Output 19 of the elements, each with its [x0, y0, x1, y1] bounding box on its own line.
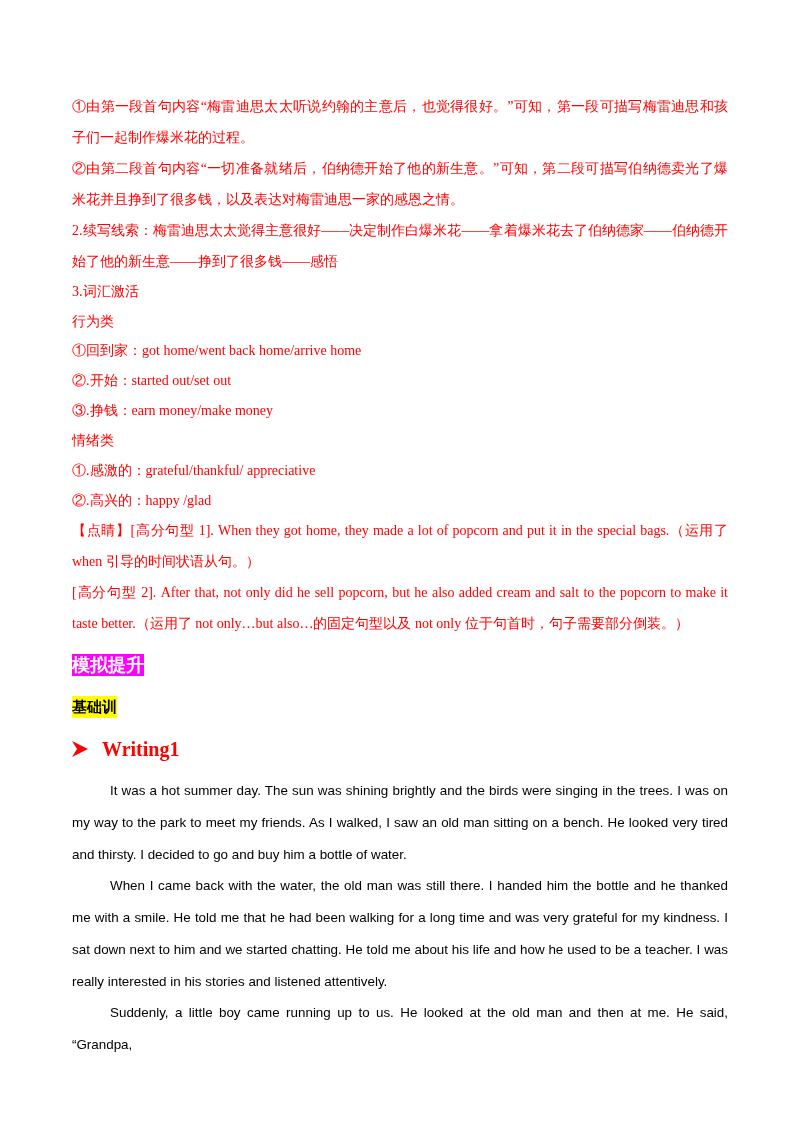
note-text: ①回到家：got home/went back home/arrive home: [72, 342, 363, 360]
note-text: ①由第一段首句内容“梅雷迪思太太听说约翰的主意后，也觉得很好。”可知，第一段可描写梅雷迪思和孩子们一起制作爆米花的过程。: [72, 98, 728, 147]
highlighted-heading: 模拟提升: [72, 654, 144, 676]
note-text: 情绪类: [72, 432, 115, 450]
note-text: 【点睛】[高分句型 1]. When they got home, they made a lot of popcorn and put it in the special bags.（运用了when 引导的时间状语从句。）: [72, 522, 728, 571]
note-text: 行为类: [72, 313, 115, 331]
note-text: ②.高兴的：happy /glad: [72, 492, 213, 510]
note-text: ②.开始：started out/set out: [72, 372, 233, 390]
note-text: [高分句型 2]. After that, not only did he sell popcorn, but he also added cream and salt to the popcorn to make it taste better.（运用了 not only…but also…的固定句型以及 not only 位于句首时，句子需要部分倒装。）: [72, 584, 728, 633]
essay-paragraph: When I came back with the water, the old man was still there. I handed him the bottle and he thanked me with a smile. He told me that he had been walking for a long time and was very grateful for my kindness. I sat down next to him and we started chatting. He told me about his life and how he used to be a teacher. I was really interested in his stories and listened attentively.: [72, 877, 728, 991]
essay-paragraph: It was a hot summer day. The sun was shining brightly and the birds were singing in the trees. I was on my way to the park to meet my friends. As I walked, I saw an old man sitting on a bench. He looked very tired and thirsty. I decided to go and buy him a bottle of water.: [72, 782, 728, 864]
section-heading: Writing1: [102, 737, 180, 763]
highlighted-heading: 基础训: [72, 696, 117, 718]
note-text: ③.挣钱：earn money/make money: [72, 402, 274, 420]
note-text: 2.续写线索：梅雷迪思太太觉得主意很好——决定制作白爆米花——拿着爆米花去了伯纳德家——伯纳德开始了他的新生意——挣到了很多钱——感悟: [72, 222, 728, 271]
essay-paragraph: Suddenly, a little boy came running up to us. He looked at the old man and then at me. He said, “Grandpa,: [72, 1004, 728, 1054]
note-text: ②由第二段首句内容“一切准备就绪后，伯纳德开始了他的新生意。”可知，第二段可描写伯纳德卖光了爆米花并且挣到了很多钱，以及表达对梅雷迪思一家的感恩之情。: [72, 160, 728, 209]
note-text: ①.感激的：grateful/thankful/ appreciative: [72, 462, 317, 480]
note-text: 3.词汇激活: [72, 283, 140, 301]
